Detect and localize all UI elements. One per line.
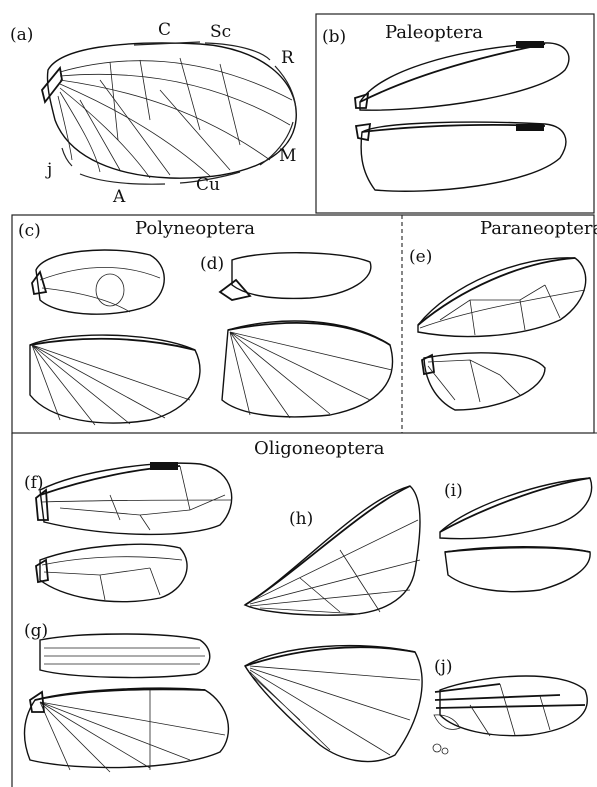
panel-c-label: (c) [18, 221, 41, 241]
panel-c-forewing [32, 250, 164, 314]
panel-e-label: (e) [409, 247, 432, 267]
panel-h-forewing [245, 486, 420, 615]
panel-a: (a) C Sc R M Cu A j [10, 20, 296, 207]
panel-i: (i) [440, 478, 592, 592]
panel-b-label: (b) [322, 27, 346, 47]
panel-h-label: (h) [289, 509, 313, 529]
vein-label-cu: Cu [196, 175, 220, 195]
panel-d-label: (d) [200, 254, 224, 274]
panel-g-label: (g) [24, 621, 48, 641]
panel-g-forewing [40, 634, 210, 677]
panel-i-label: (i) [444, 481, 463, 501]
vein-label-j: j [45, 160, 52, 180]
panel-h: (h) [245, 486, 422, 762]
panel-e: Paraneoptera (e) [409, 218, 597, 410]
panel-i-hindwing [445, 547, 590, 592]
vein-label-r: R [281, 48, 295, 68]
group-title-oligoneoptera: Oligoneoptera [254, 438, 385, 459]
panel-i-forewing [440, 478, 592, 539]
panel-d-hindwing [222, 321, 393, 418]
vein-label-sc: Sc [210, 22, 231, 42]
panel-b-hindwing [356, 122, 566, 191]
panel-f-forewing [36, 462, 232, 534]
vein-label-m: M [279, 146, 296, 166]
panel-a-wing [42, 43, 296, 178]
vein-label-a: A [112, 187, 126, 207]
panel-f: (f) [24, 462, 232, 602]
group-title-paraneoptera: Paraneoptera [480, 218, 597, 239]
panel-b: (b) Paleoptera [316, 14, 594, 213]
panel-d-forewing [220, 253, 371, 300]
panel-c-hindwing [30, 335, 200, 425]
panel-f-hindwing [36, 544, 187, 601]
panel-h-hindwing [245, 646, 422, 762]
panel-e-hindwing [422, 353, 545, 410]
group-title-paleoptera: Paleoptera [385, 22, 483, 43]
panel-e-forewing [418, 258, 586, 337]
panel-j: (j) [433, 657, 587, 754]
panel-c: (c) Polyneoptera (d) [18, 218, 393, 425]
panel-j-label: (j) [434, 657, 453, 677]
panel-a-label: (a) [10, 25, 33, 45]
vein-label-c: C [158, 20, 171, 40]
panel-b-forewing [355, 41, 569, 110]
panel-g-hindwing [25, 688, 229, 772]
group-title-polyneoptera: Polyneoptera [135, 218, 255, 239]
panel-g: (g) [24, 621, 228, 772]
panel-j-wing [433, 676, 587, 754]
